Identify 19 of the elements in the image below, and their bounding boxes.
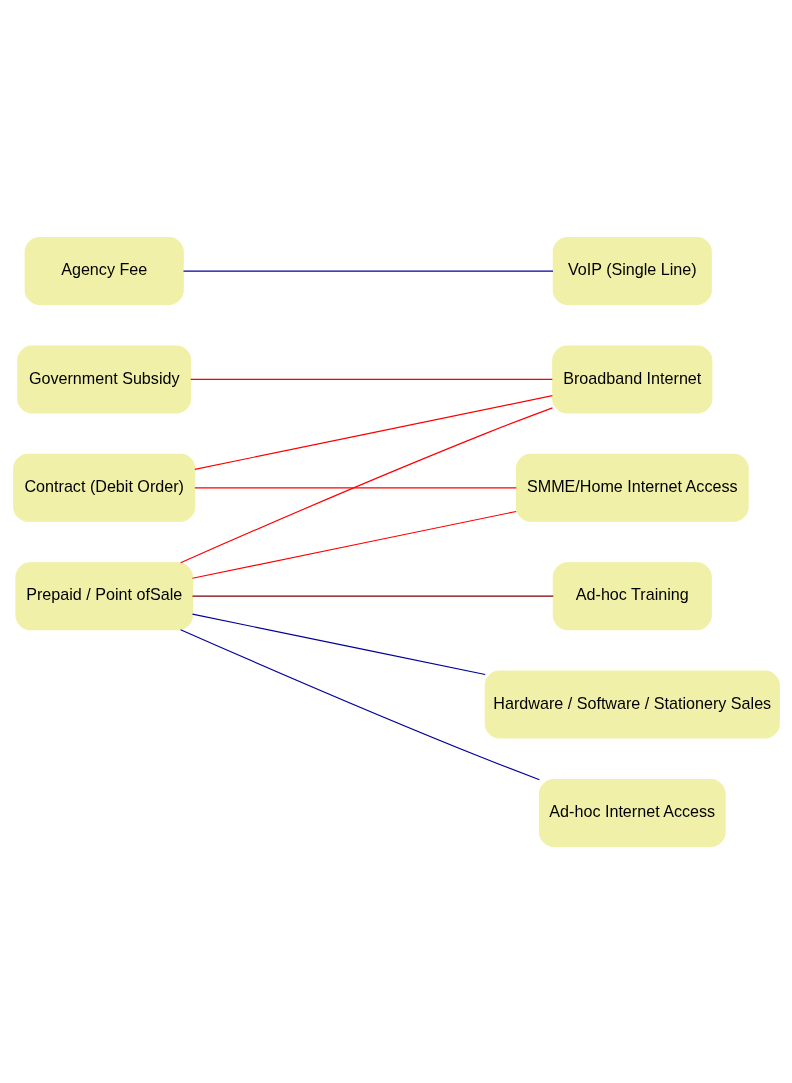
node-box: Hardware / Software / Stationery Sales: [484, 670, 780, 739]
node-box: Prepaid / Point ofSale: [14, 561, 193, 630]
connector: [189, 378, 553, 380]
node-box: Government Subsidy: [16, 344, 191, 413]
node-box: Broadband Internet: [551, 344, 712, 413]
connector: [191, 613, 486, 675]
connector: [193, 394, 553, 470]
node-box: Ad-hoc Training: [552, 561, 712, 630]
connector: [193, 486, 517, 488]
connector: [179, 628, 540, 780]
node-box: Contract (Debit Order): [12, 453, 195, 522]
connector: [182, 269, 554, 272]
node-box: Ad-hoc Internet Access: [538, 778, 726, 847]
connector: [191, 510, 517, 579]
node-box: SMME/Home Internet Access: [515, 453, 749, 522]
node-box: Agency Fee: [24, 236, 184, 305]
connector: [191, 595, 554, 597]
connector: [179, 406, 553, 563]
node-box: VoIP (Single Line): [552, 236, 712, 305]
